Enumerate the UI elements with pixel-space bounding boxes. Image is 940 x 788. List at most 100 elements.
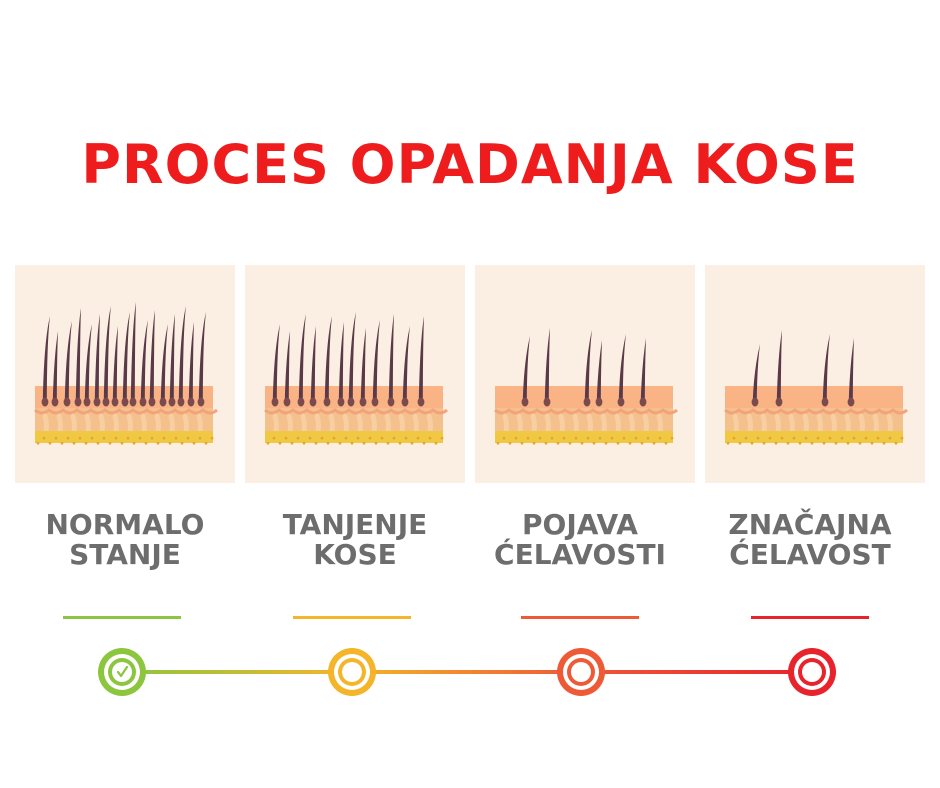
hair-strand	[324, 316, 332, 400]
hair-follicle	[337, 397, 345, 407]
fat-dot	[54, 436, 58, 440]
hair-strand	[140, 320, 148, 400]
fat-dot	[210, 436, 214, 440]
hair-follicle	[93, 397, 101, 407]
hair-follicle	[102, 397, 110, 407]
fat-dot	[852, 436, 856, 440]
hair-follicle	[271, 397, 279, 407]
hair-strand	[596, 340, 602, 400]
fat-dot	[616, 441, 620, 445]
hair-strand	[522, 336, 530, 400]
fat-dot	[798, 441, 802, 445]
fat-dot	[422, 441, 426, 445]
hair-strand	[544, 328, 550, 400]
fat-dot	[544, 441, 548, 445]
fat-dot	[296, 436, 300, 440]
fat-dot	[738, 441, 742, 445]
fat-dot	[508, 441, 512, 445]
hair-follicle	[168, 397, 176, 407]
hair-strand	[42, 316, 50, 400]
progress-timeline	[98, 648, 836, 696]
hair-strand	[178, 306, 186, 400]
epidermis-layer	[725, 386, 903, 408]
fat-dot	[440, 436, 444, 440]
fat-dot	[374, 441, 378, 445]
fat-dot	[502, 436, 506, 440]
dermis-wave	[494, 408, 678, 415]
fat-dot	[894, 441, 898, 445]
fat-dot	[810, 441, 814, 445]
fat-dot	[48, 441, 52, 445]
hair-follicle	[359, 397, 367, 407]
fat-dot	[84, 441, 88, 445]
fat-dot	[574, 436, 578, 440]
stage-label-line1: TANJENJE	[282, 508, 428, 541]
hair-follicle	[111, 397, 119, 407]
fat-dot	[670, 436, 674, 440]
fat-dot	[840, 436, 844, 440]
fat-dot	[180, 441, 184, 445]
fat-dot	[828, 436, 832, 440]
fat-dot	[60, 441, 64, 445]
fat-dot	[198, 436, 202, 440]
fat-dot	[774, 441, 778, 445]
fat-dot	[882, 441, 886, 445]
hair-strand	[640, 338, 646, 400]
epidermis-layer	[495, 386, 673, 408]
hair-strand	[372, 320, 380, 400]
fat-layer	[725, 431, 903, 443]
fat-dot	[338, 441, 342, 445]
fat-dot	[314, 441, 318, 445]
fat-dot	[726, 441, 730, 445]
stage-underline	[63, 616, 181, 619]
fat-dot	[138, 436, 142, 440]
hair-follicle	[595, 397, 603, 407]
fat-dot	[532, 441, 536, 445]
hair-follicle	[847, 397, 855, 407]
fat-dot	[320, 436, 324, 440]
timeline-node-center	[571, 662, 591, 682]
hair-follicle	[74, 397, 82, 407]
fat-dot	[556, 441, 560, 445]
epidermis-layer	[265, 386, 443, 408]
timeline-node-balding-onset	[557, 648, 605, 696]
fat-dot	[162, 436, 166, 440]
fat-dot	[102, 436, 106, 440]
hair-strand	[298, 314, 306, 400]
fat-layer	[35, 431, 213, 443]
fat-dot	[78, 436, 82, 440]
fat-dot	[132, 441, 136, 445]
hair-follicle	[401, 397, 409, 407]
fat-dot	[150, 436, 154, 440]
fat-dot	[120, 441, 124, 445]
fat-dot	[350, 441, 354, 445]
hair-strand	[130, 302, 136, 400]
stage-label-line1: POJAVA	[522, 508, 638, 541]
hair-follicle	[159, 397, 167, 407]
hair-follicle	[177, 397, 185, 407]
fat-dot	[204, 441, 208, 445]
fat-dot	[404, 436, 408, 440]
fat-dot	[266, 441, 270, 445]
fat-dot	[816, 436, 820, 440]
fat-dot	[876, 436, 880, 440]
timeline-node-center	[112, 662, 132, 682]
hair-follicle	[521, 397, 529, 407]
stage-label-significant-baldness: ZNAČAJNA ĆELAVOST	[694, 510, 926, 570]
hair-strand	[149, 310, 155, 400]
fat-dot	[126, 436, 130, 440]
fat-dot	[586, 436, 590, 440]
stage-label-line1: ZNAČAJNA	[728, 508, 892, 541]
fat-dot	[416, 436, 420, 440]
hair-strand	[360, 328, 366, 400]
hair-follicle	[197, 397, 205, 407]
hair-follicle	[121, 397, 129, 407]
hair-follicle	[387, 397, 395, 407]
fat-dot	[864, 436, 868, 440]
fat-dot	[514, 436, 518, 440]
hair-follicle	[583, 397, 591, 407]
fat-dot	[90, 436, 94, 440]
hair-follicle	[543, 397, 551, 407]
fat-dot	[344, 436, 348, 440]
hair-follicle	[297, 397, 305, 407]
